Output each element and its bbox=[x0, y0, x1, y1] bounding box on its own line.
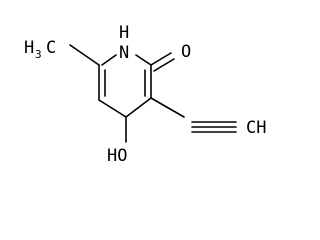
methyl-label-h: H bbox=[24, 38, 34, 58]
bond-c6-n1 bbox=[101, 54, 117, 66]
bond-c4-c5 bbox=[98, 99, 127, 118]
bond-c3-alkyne bbox=[150, 97, 185, 118]
bond-c6-methyl bbox=[69, 44, 100, 66]
bond-n1-c2 bbox=[135, 54, 152, 66]
bond-c2-o bbox=[150, 52, 172, 66]
methyl-label-subscript: 3 bbox=[35, 48, 42, 61]
structure-canvas: H 3 C H N O HO CH bbox=[24, 23, 266, 166]
nitrogen-hydrogen-label: H bbox=[119, 23, 129, 43]
methyl-label-c: C bbox=[46, 38, 56, 58]
hydroxyl-label: HO bbox=[107, 146, 127, 166]
carbonyl-oxygen-label: O bbox=[181, 42, 191, 62]
nitrogen-label: N bbox=[119, 43, 129, 63]
alkyne-terminal-label: CH bbox=[246, 118, 266, 138]
bond-c2-o-second bbox=[153, 58, 175, 72]
bond-c3-c4 bbox=[125, 97, 152, 118]
molecule-drawing: H 3 C H N O HO CH bbox=[24, 23, 266, 166]
